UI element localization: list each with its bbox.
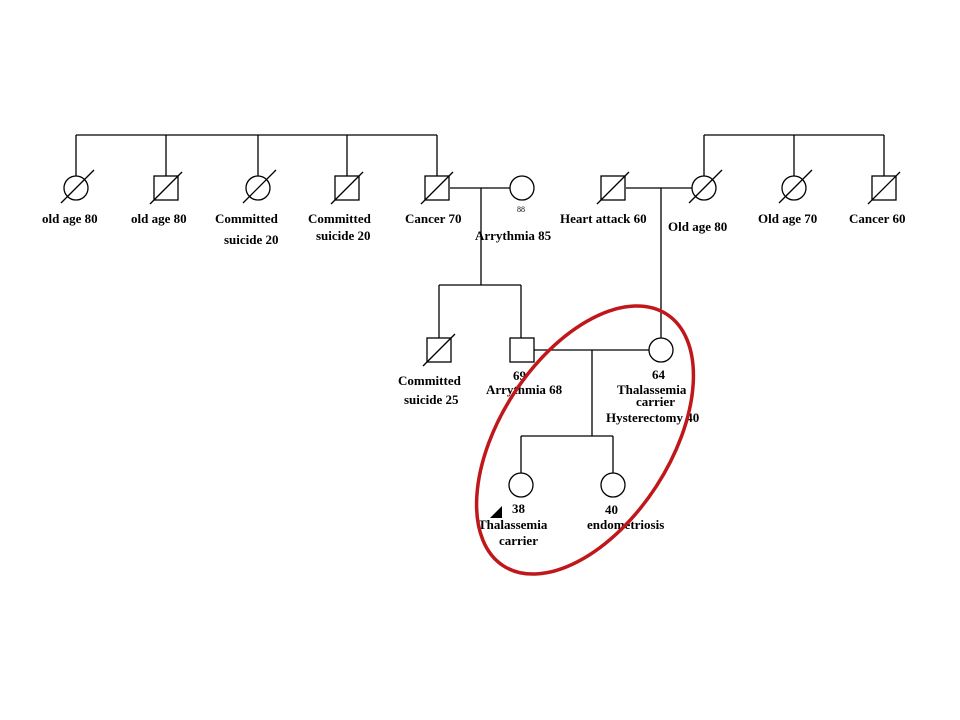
individual-female-deceased: Old age 70: [758, 169, 817, 226]
individual-female-proband: 38 Thalassemia carrier: [478, 472, 548, 548]
individual-male-deceased: Committed suicide 25: [398, 333, 462, 407]
individual-label: Cancer 70: [405, 211, 461, 226]
individual-label: suicide 20: [224, 232, 279, 247]
individual-label: Cancer 60: [849, 211, 905, 226]
marriage-lines-gen2: [520, 349, 649, 473]
individual-label: old age 80: [131, 211, 187, 226]
individual-male-deceased: old age 80: [131, 171, 187, 226]
individual-label: carrier: [499, 533, 538, 548]
individual-label: Arrythmia 85: [475, 228, 552, 243]
individual-label: Committed: [398, 373, 462, 388]
individual-label: Old age 70: [758, 211, 817, 226]
individual-label: Thalassemia: [478, 517, 548, 532]
individual-label: Heart attack 60: [560, 211, 647, 226]
individual-inner-age: 88: [517, 205, 525, 214]
individual-male-living: 69 Arrythmia 68: [486, 337, 563, 397]
individual-age: 64: [652, 367, 666, 382]
individual-label: Committed: [308, 211, 372, 226]
individual-female-deceased: Old age 80: [668, 169, 727, 234]
individual-label: carrier: [636, 394, 675, 409]
individual-label: Old age 80: [668, 219, 727, 234]
individual-male-deceased: Committed suicide 20: [308, 171, 372, 243]
individual-male-deceased: Heart attack 60: [560, 171, 647, 226]
individual-female-deceased: Committed suicide 20: [215, 169, 279, 247]
individual-label: Committed: [215, 211, 279, 226]
marriage-lines-gen1: [438, 187, 692, 338]
proband-arrow-icon: [490, 506, 502, 518]
individual-female-living: 64 Thalassemia carrier Hysterectomy 40: [606, 337, 699, 425]
highlight-ellipse: [474, 304, 696, 576]
individual-female-living: 88 Arrythmia 85: [475, 175, 552, 243]
right-sibship-lines: [703, 134, 885, 176]
individual-label: Hysterectomy 40: [606, 410, 699, 425]
individual-age: 38: [512, 501, 526, 516]
individual-label: Thalassemia: [617, 382, 687, 397]
individual-label: suicide 20: [316, 228, 371, 243]
individual-age: 40: [605, 502, 618, 517]
individual-label: old age 80: [42, 211, 98, 226]
individual-female-deceased: old age 80: [42, 169, 98, 226]
individual-male-deceased: Cancer 70: [405, 171, 461, 226]
individual-label: Arrythmia 68: [486, 382, 563, 397]
individual-label: suicide 25: [404, 392, 459, 407]
individual-male-deceased: Cancer 60: [849, 171, 905, 226]
left-sibship-lines: [75, 134, 438, 176]
